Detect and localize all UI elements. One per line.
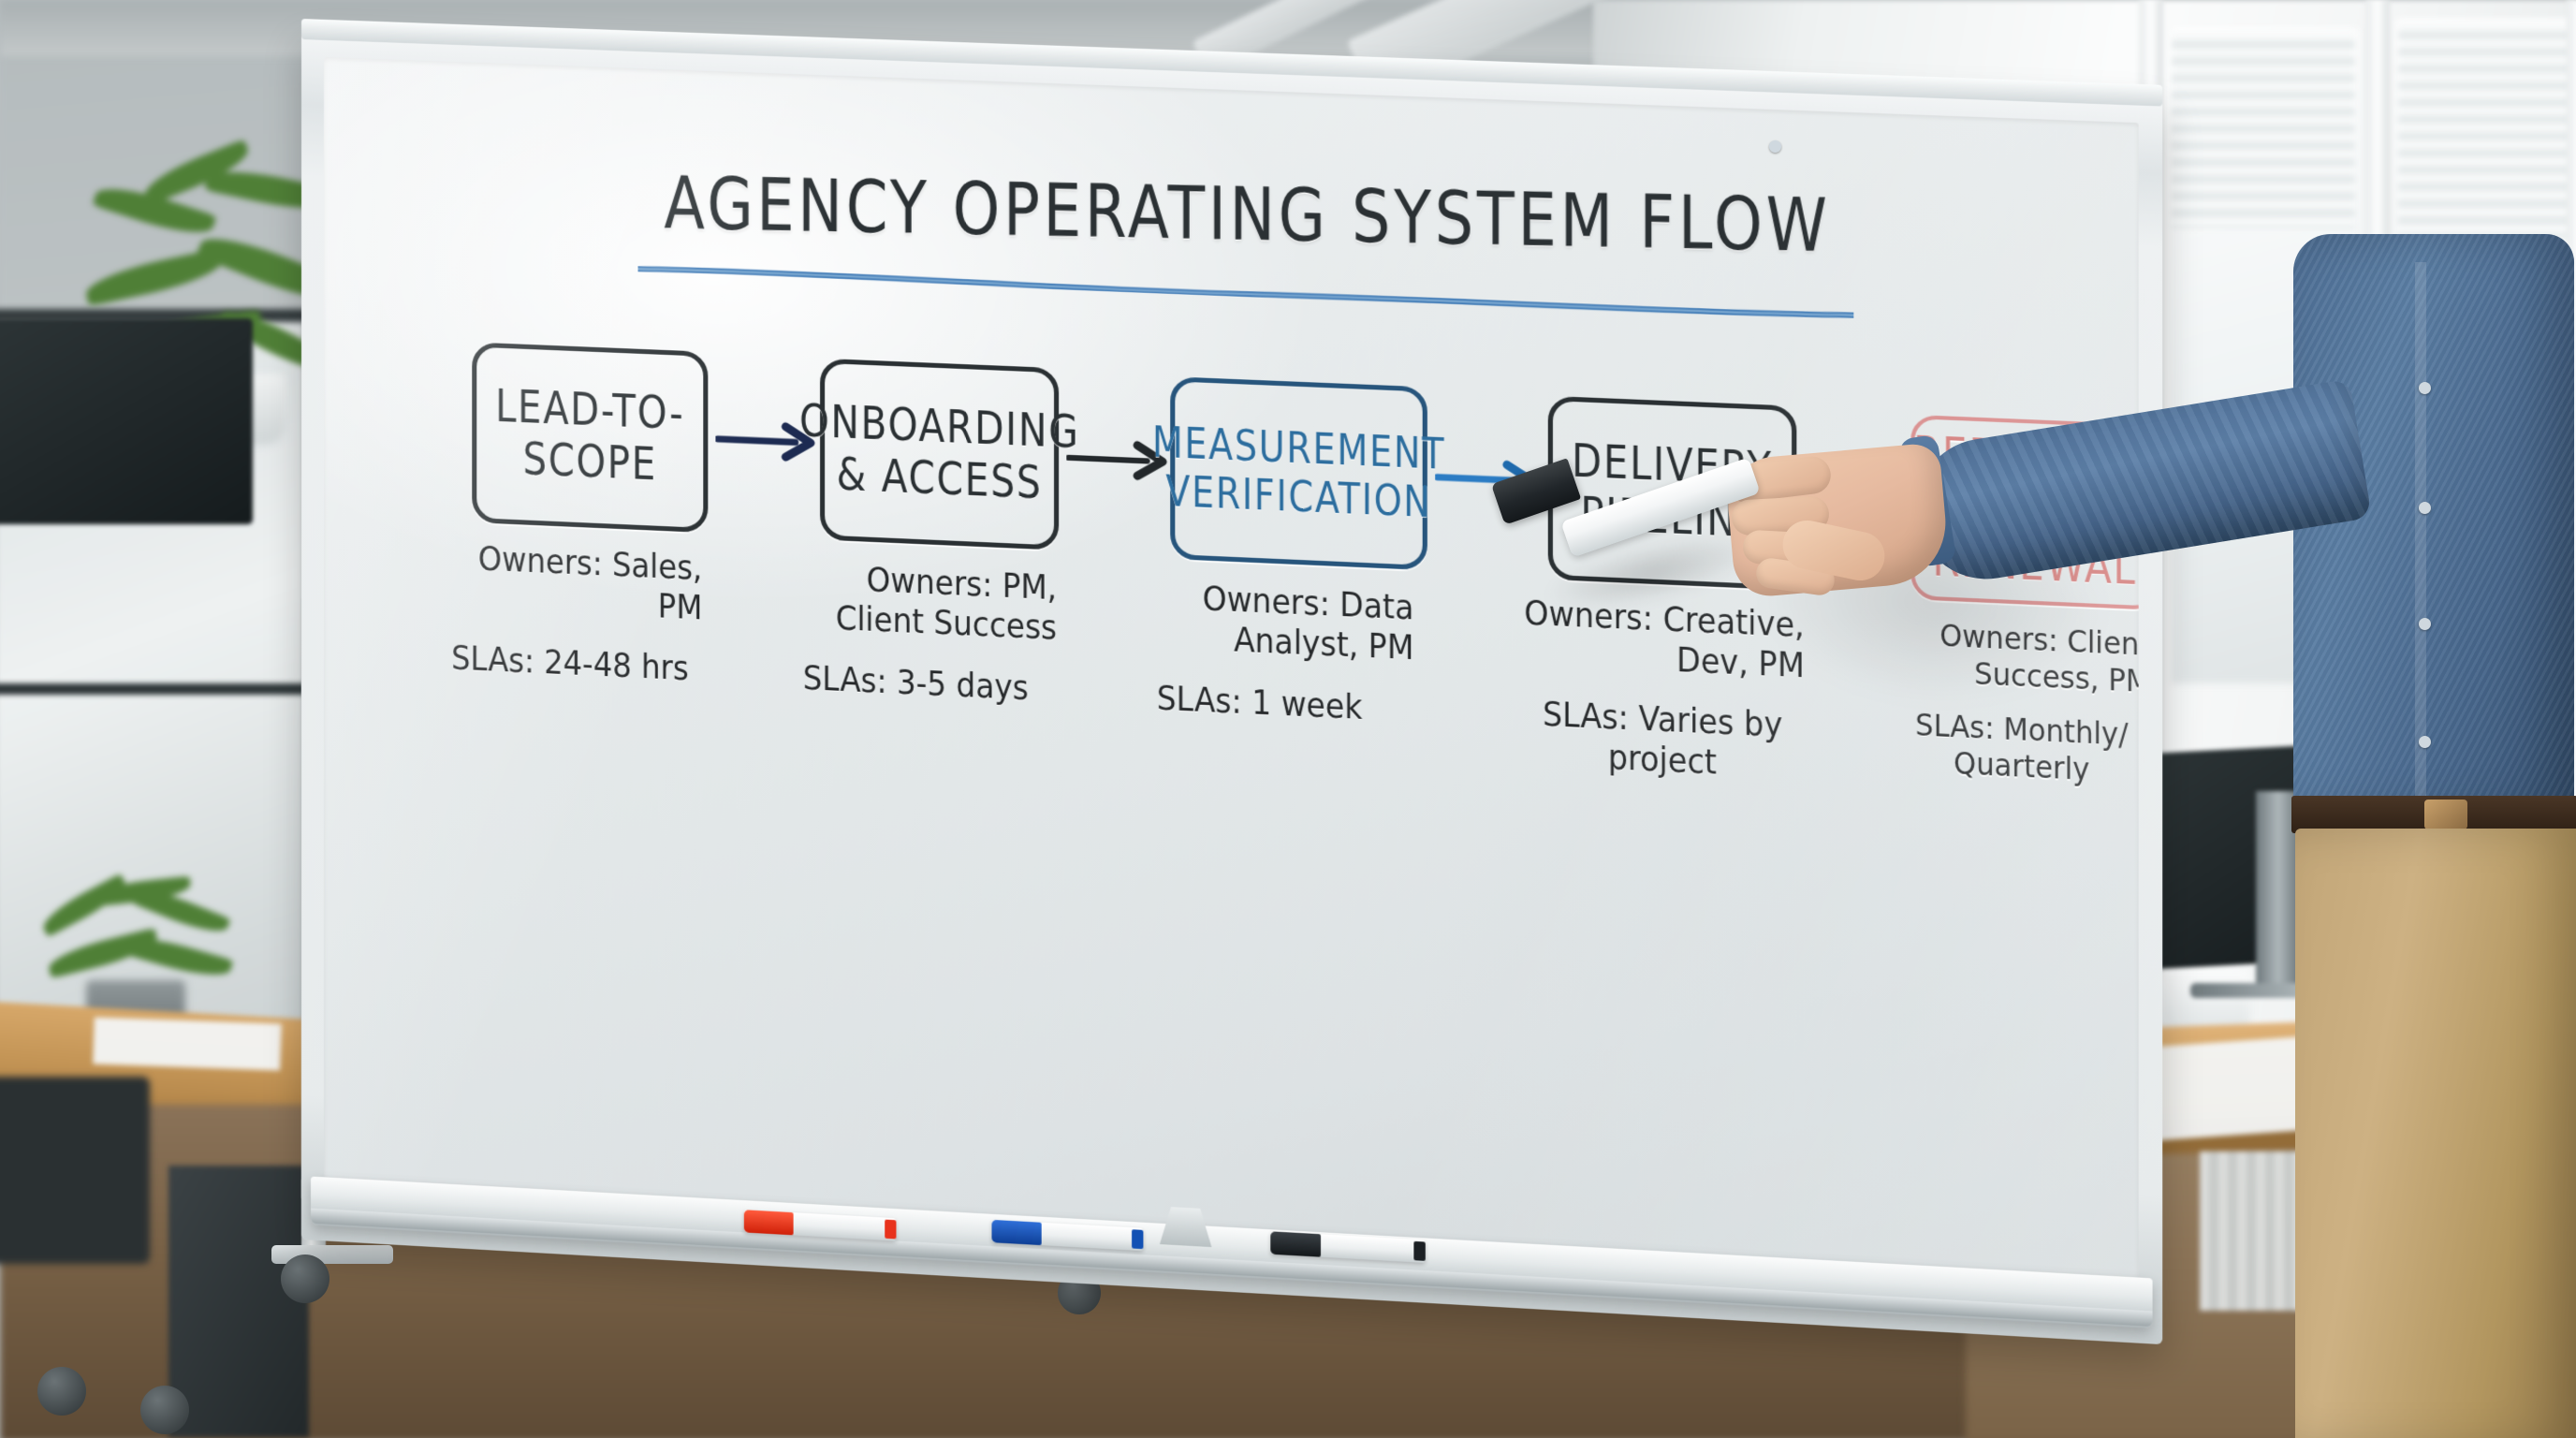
blue-marker-cap xyxy=(991,1219,1042,1246)
title-underline xyxy=(638,264,1854,321)
blue-marker-end xyxy=(1132,1229,1144,1250)
owners-text: Owners: Data Analyst, PM xyxy=(1202,577,1414,668)
stage-meta-lead-to-scope: Owners: Sales, PM SLAs: 24-48 hrs xyxy=(451,537,702,689)
stage-label: MEASUREMENT VERIFICATION xyxy=(1151,418,1446,527)
slas-text: SLAs: 1 week xyxy=(1156,677,1363,728)
black-marker-cap xyxy=(1270,1231,1321,1257)
red-marker-cap xyxy=(743,1210,794,1236)
presenter xyxy=(1490,140,2576,1438)
paper-stack-left xyxy=(93,1017,282,1071)
chair-caster xyxy=(140,1386,189,1434)
shirt-button xyxy=(2419,502,2431,514)
diagram-title: AGENCY OPERATING SYSTEM FLOW xyxy=(664,161,1831,269)
stage-label: LEAD-TO- SCOPE xyxy=(495,380,685,492)
monitor-far-left xyxy=(0,318,253,524)
presenter-torso-texture xyxy=(2293,234,2574,814)
stand-caster-left xyxy=(281,1255,329,1303)
slas-text: SLAs: Varies by project xyxy=(1542,693,1783,783)
stage-label: ONBOARDING & ACCESS xyxy=(798,395,1080,510)
window-blind xyxy=(2172,32,2355,228)
stage-meta-measurement-verification: Owners: Data Analyst, PM SLAs: 1 week xyxy=(1156,578,1414,728)
black-marker-end xyxy=(1413,1240,1426,1261)
slas-text: SLAs: 3-5 days xyxy=(802,657,1029,709)
shirt-button xyxy=(2419,736,2431,748)
shirt-button xyxy=(2419,618,2431,630)
shirt-placket xyxy=(2415,262,2426,805)
stage-node-onboarding-access[interactable]: ONBOARDING & ACCESS xyxy=(799,358,1079,550)
shirt-button xyxy=(2419,382,2431,394)
red-marker-end xyxy=(885,1219,897,1240)
stage-node-lead-to-scope[interactable]: LEAD-TO- SCOPE xyxy=(472,342,709,534)
presenter-torso xyxy=(2293,234,2574,814)
office-chair xyxy=(0,1077,150,1264)
owners-text: Owners: Sales, PM xyxy=(477,537,703,628)
belt-buckle xyxy=(2424,800,2467,829)
window-blind xyxy=(2398,22,2576,238)
slas-text: SLAs: 24-48 hrs xyxy=(451,637,689,689)
pc-tower xyxy=(168,1166,309,1437)
stage-meta-delivery-pipeline: Owners: Creative, Dev, PM SLAs: Varies b… xyxy=(1521,592,1804,783)
chair-caster xyxy=(37,1367,86,1416)
stage-node-measurement-verification[interactable]: MEASUREMENT VERIFICATION xyxy=(1152,376,1445,571)
owners-text: Owners: PM, Client Success xyxy=(835,558,1058,649)
partition-rail xyxy=(0,683,318,695)
stage-meta-onboarding-access: Owners: PM, Client Success SLAs: 3-5 day… xyxy=(802,559,1057,709)
trousers xyxy=(2295,829,2576,1438)
